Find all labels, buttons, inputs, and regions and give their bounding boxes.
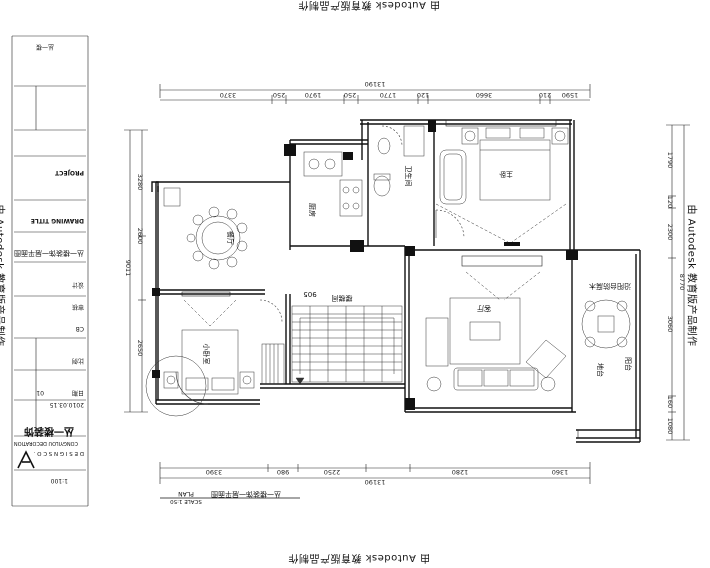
bathroom-fixtures bbox=[373, 125, 467, 205]
windows bbox=[181, 119, 637, 439]
balcony-sub: 地台 bbox=[596, 363, 605, 377]
plan-title-label: PLAN bbox=[178, 490, 194, 497]
small-bedroom-furniture bbox=[145, 299, 255, 417]
dim-right-seg: 1790 bbox=[666, 152, 674, 169]
dim-left-seg: 2600 bbox=[136, 228, 144, 245]
stair-cabinet bbox=[261, 343, 285, 385]
dim-bottom-seg: 1360 bbox=[552, 468, 569, 476]
company-logo bbox=[17, 450, 35, 469]
dim-right-seg: 160 bbox=[666, 396, 674, 408]
dim-top-seg: 1770 bbox=[380, 91, 397, 99]
walls bbox=[151, 119, 641, 443]
dim-top-total: 13190 bbox=[365, 80, 386, 88]
plan-title: 丛一楼装饰一层平面图 PLAN SCALE 1:50 bbox=[160, 490, 300, 504]
stair-width: 905 bbox=[303, 290, 316, 298]
room-small-bedroom: 小卧室 bbox=[202, 344, 211, 365]
room-living: 客厅 bbox=[477, 304, 491, 313]
room-stair: 楼梯间 bbox=[332, 294, 353, 303]
columns bbox=[152, 120, 578, 410]
plan-title-scale: SCALE 1:50 bbox=[170, 498, 202, 504]
dim-top-seg: 210 bbox=[539, 91, 551, 99]
staircase bbox=[291, 305, 403, 385]
dim-top-seg: 250 bbox=[344, 91, 356, 99]
room-master-bedroom: 主卧 bbox=[499, 170, 513, 179]
dim-right-seg: 1080 bbox=[666, 418, 674, 435]
dim-right-seg: 3060 bbox=[666, 316, 674, 333]
dim-top-seg: 3660 bbox=[476, 91, 493, 99]
plan-title-text: 丛一楼装饰一层平面图 bbox=[211, 490, 281, 499]
dim-bottom-total: 13190 bbox=[365, 478, 386, 486]
kitchen-fixtures bbox=[303, 151, 363, 217]
room-dining: 餐厅 bbox=[226, 231, 235, 245]
dim-right-total: 8770 bbox=[678, 274, 686, 291]
dim-bottom-seg: 2250 bbox=[324, 468, 341, 476]
balcony-furniture bbox=[581, 299, 631, 349]
dim-top-seg: 1970 bbox=[305, 91, 322, 99]
dim-top-seg: 120 bbox=[417, 91, 429, 99]
dim-bottom-seg: 3390 bbox=[206, 468, 223, 476]
room-kitchen: 厨房 bbox=[308, 203, 317, 217]
dim-left-total: 9011 bbox=[124, 260, 132, 277]
dim-top-seg: 1590 bbox=[562, 91, 579, 99]
title-block-lines bbox=[11, 35, 89, 507]
dim-top-seg: 250 bbox=[273, 91, 285, 99]
dim-bottom-seg: 980 bbox=[277, 468, 289, 476]
dim-right-seg: 120 bbox=[666, 196, 674, 208]
doors bbox=[175, 125, 465, 405]
dim-left-seg: 3280 bbox=[136, 174, 144, 191]
dim-right-seg: 2300 bbox=[666, 224, 674, 241]
dim-top-seg: 3370 bbox=[220, 91, 237, 99]
dim-bottom-seg: 1280 bbox=[452, 468, 469, 476]
dim-left-seg: 2650 bbox=[136, 340, 144, 357]
room-labels: 主卧 卫生间 厨房 餐厅 客厅 小卧室 楼梯间 905 阳台 沿阳台防腐木 地台 bbox=[202, 166, 633, 378]
dining-furniture bbox=[163, 187, 248, 270]
balcony-note: 沿阳台防腐木 bbox=[589, 282, 631, 291]
room-bathroom: 卫生间 bbox=[404, 166, 413, 187]
dimension-lines bbox=[124, 84, 690, 484]
dimension-texts: 13190 3370 250 1970 250 1770 120 3660 21… bbox=[124, 80, 686, 486]
living-furniture bbox=[425, 271, 567, 392]
master-bedroom-furniture bbox=[435, 127, 569, 243]
room-balcony: 阳台 bbox=[624, 357, 633, 371]
